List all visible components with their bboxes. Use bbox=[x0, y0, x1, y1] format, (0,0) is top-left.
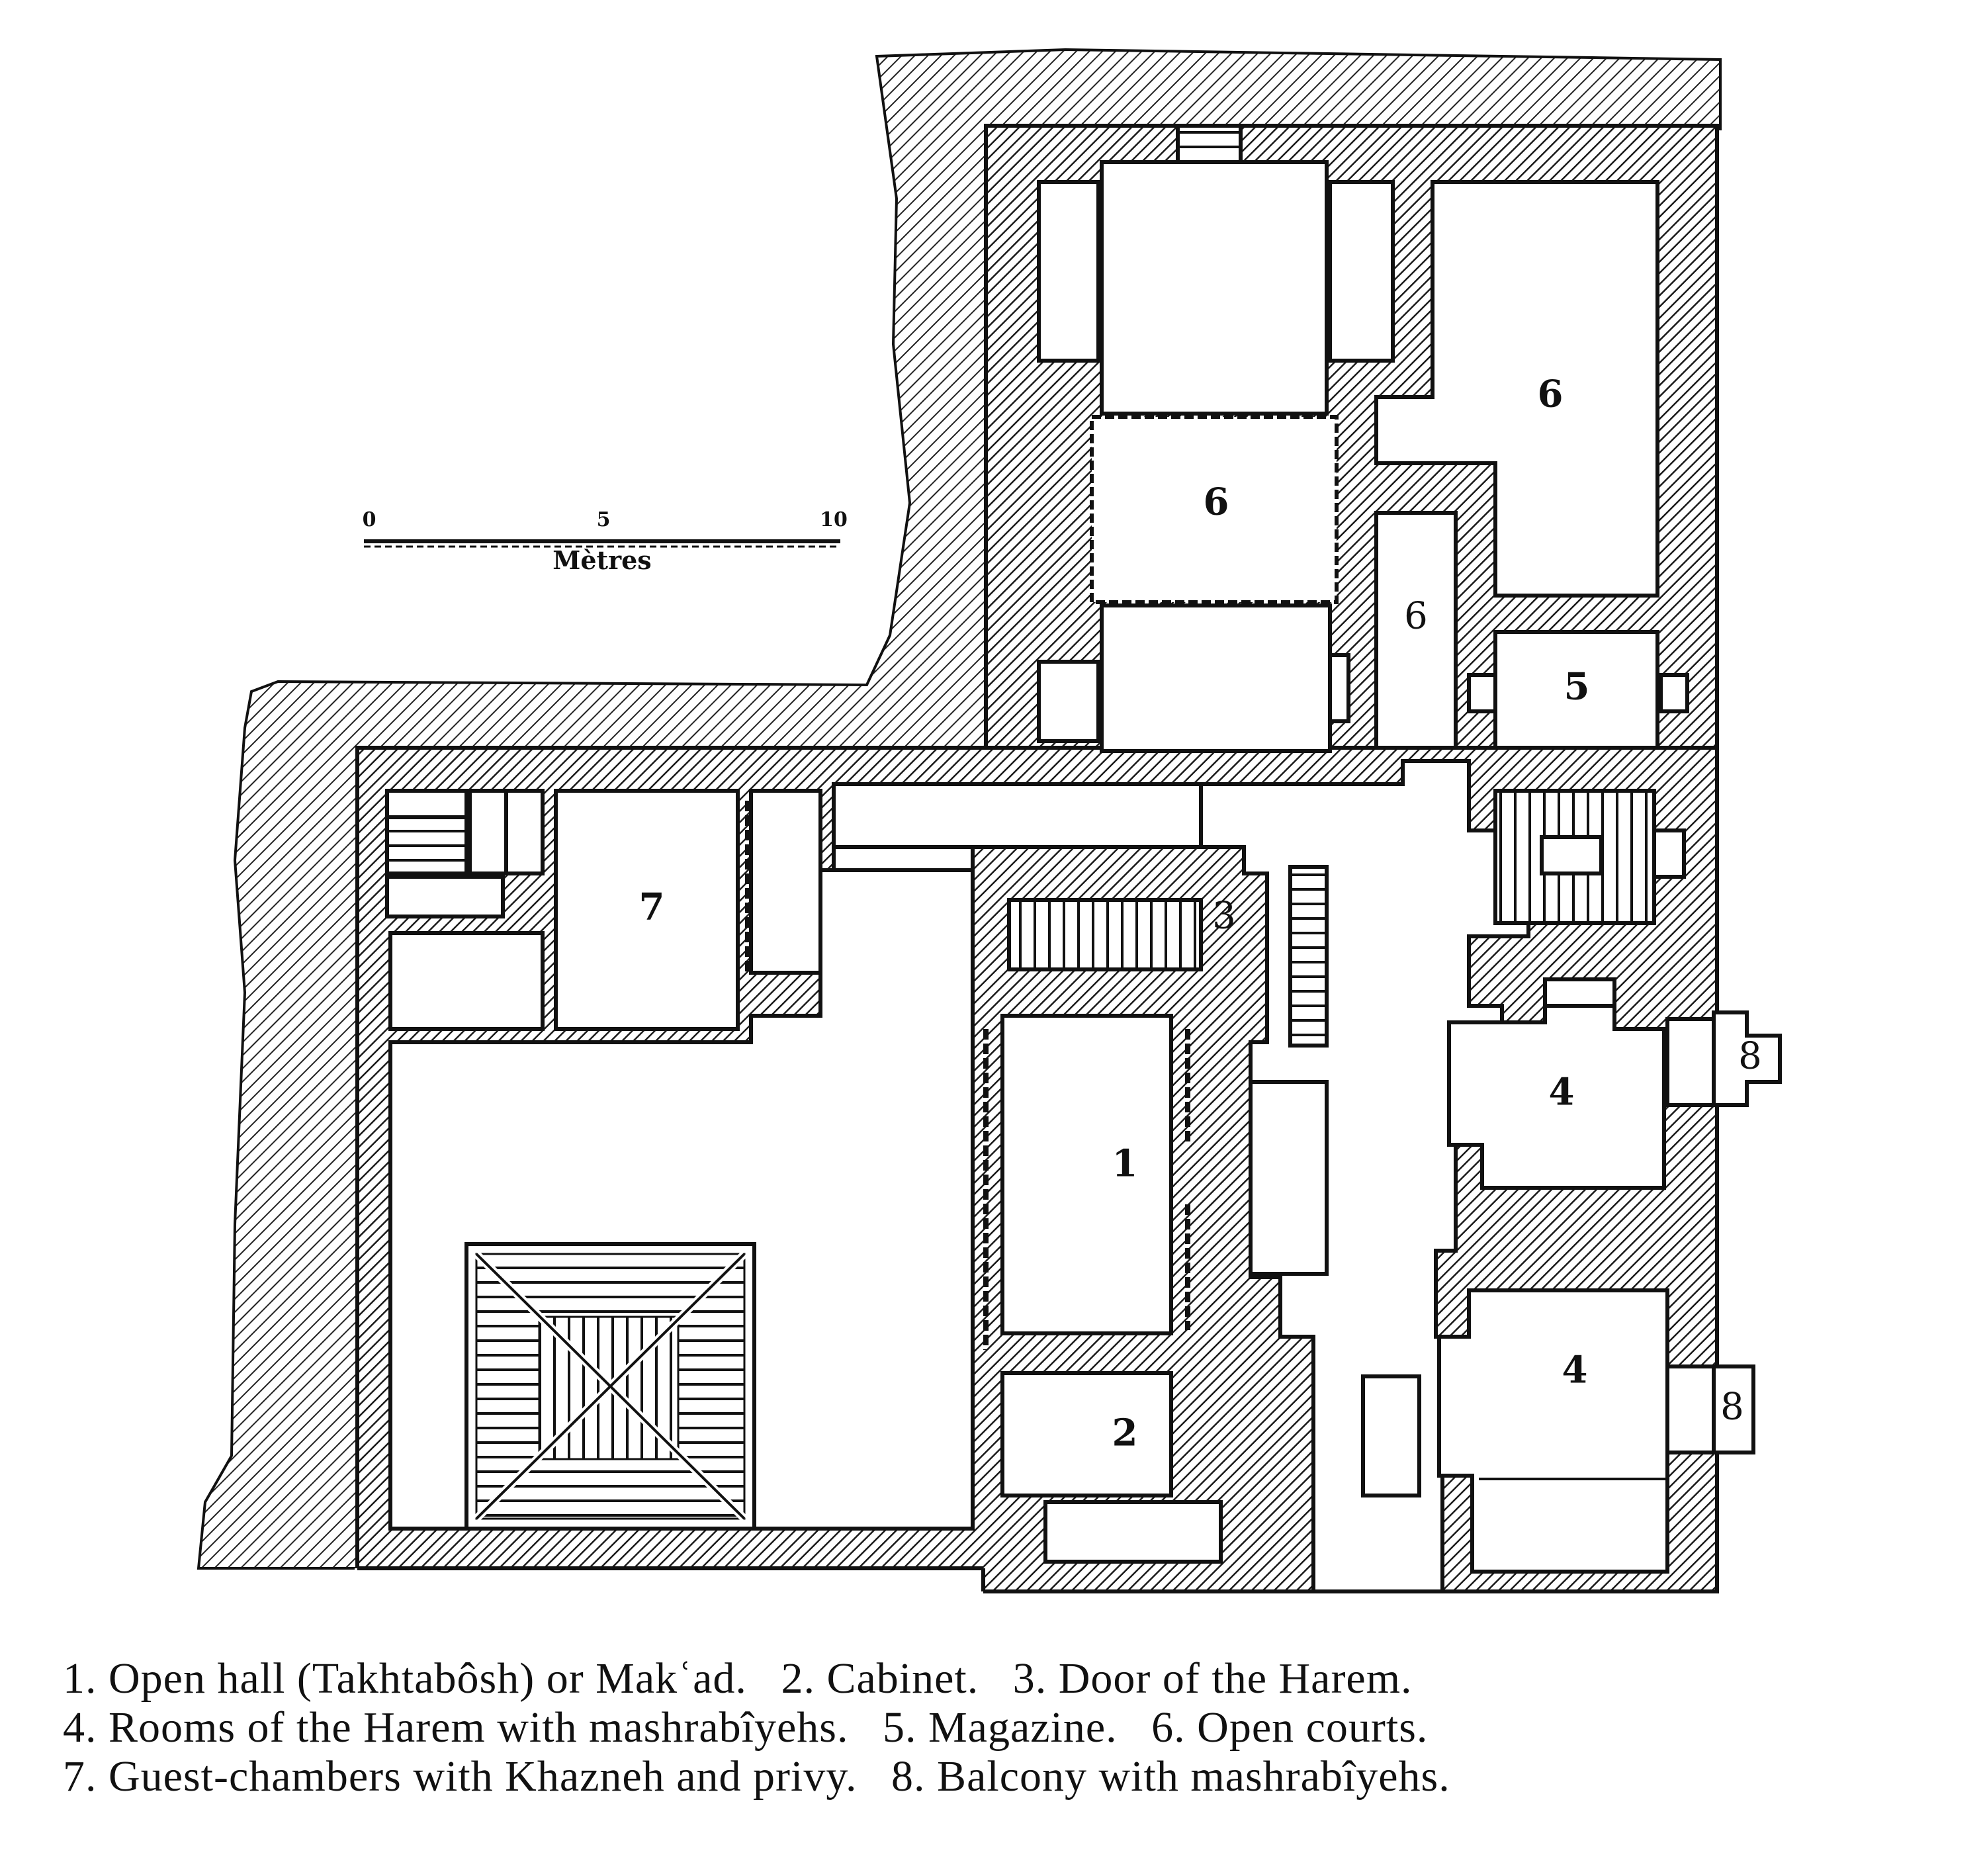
legend-line-1: 1. Open hall (Takhtabôsh) or Makʿad. 2. … bbox=[63, 1654, 1955, 1703]
label-harem-4-upper: 4 bbox=[1549, 1071, 1575, 1114]
label-balcony-8-upper: 8 bbox=[1738, 1035, 1762, 1078]
legend-item-5: 5. Magazine. bbox=[882, 1703, 1118, 1752]
legend: 1. Open hall (Takhtabôsh) or Makʿad. 2. … bbox=[63, 1654, 1955, 1801]
label-court-6-right: 6 bbox=[1538, 373, 1564, 416]
label-hall-1: 1 bbox=[1112, 1142, 1138, 1186]
legend-item-2: 2. Cabinet. bbox=[781, 1654, 979, 1703]
legend-item-4: 4. Rooms of the Harem with mashrabîyehs. bbox=[63, 1703, 849, 1752]
label-cabinet-2: 2 bbox=[1112, 1411, 1138, 1455]
label-court-6-narrow: 6 bbox=[1404, 595, 1428, 638]
label-balcony-8-lower: 8 bbox=[1720, 1386, 1744, 1429]
balconies bbox=[1665, 1010, 1782, 1454]
label-door-3: 3 bbox=[1212, 895, 1236, 938]
label-magazine-5: 5 bbox=[1564, 665, 1590, 709]
scale-tick-0: 0 bbox=[363, 508, 376, 531]
scale-tick-10: 10 bbox=[820, 508, 848, 531]
label-guest-7: 7 bbox=[639, 885, 665, 929]
label-court-6-left: 6 bbox=[1204, 480, 1229, 524]
legend-item-6: 6. Open courts. bbox=[1151, 1703, 1429, 1752]
legend-line-2: 4. Rooms of the Harem with mashrabîyehs.… bbox=[63, 1703, 1955, 1752]
scale-bar: 0 5 10 Mètres bbox=[363, 508, 848, 575]
screens bbox=[745, 801, 1190, 1350]
scale-tick-5: 5 bbox=[597, 508, 611, 531]
label-harem-4-lower: 4 bbox=[1562, 1349, 1588, 1392]
legend-item-3: 3. Door of the Harem. bbox=[1012, 1654, 1413, 1703]
legend-item-8: 8. Balcony with mashrabîyehs. bbox=[891, 1752, 1450, 1801]
legend-line-3: 7. Guest-chambers with Khazneh and privy… bbox=[63, 1752, 1955, 1801]
legend-item-1: 1. Open hall (Takhtabôsh) or Makʿad. bbox=[63, 1654, 747, 1703]
courtyard-pavement bbox=[464, 1242, 756, 1531]
room-labels: 6 6 6 5 7 3 1 2 4 4 8 8 bbox=[639, 373, 1762, 1455]
legend-item-7: 7. Guest-chambers with Khazneh and privy… bbox=[63, 1752, 858, 1801]
scale-unit: Mètres bbox=[552, 545, 651, 575]
